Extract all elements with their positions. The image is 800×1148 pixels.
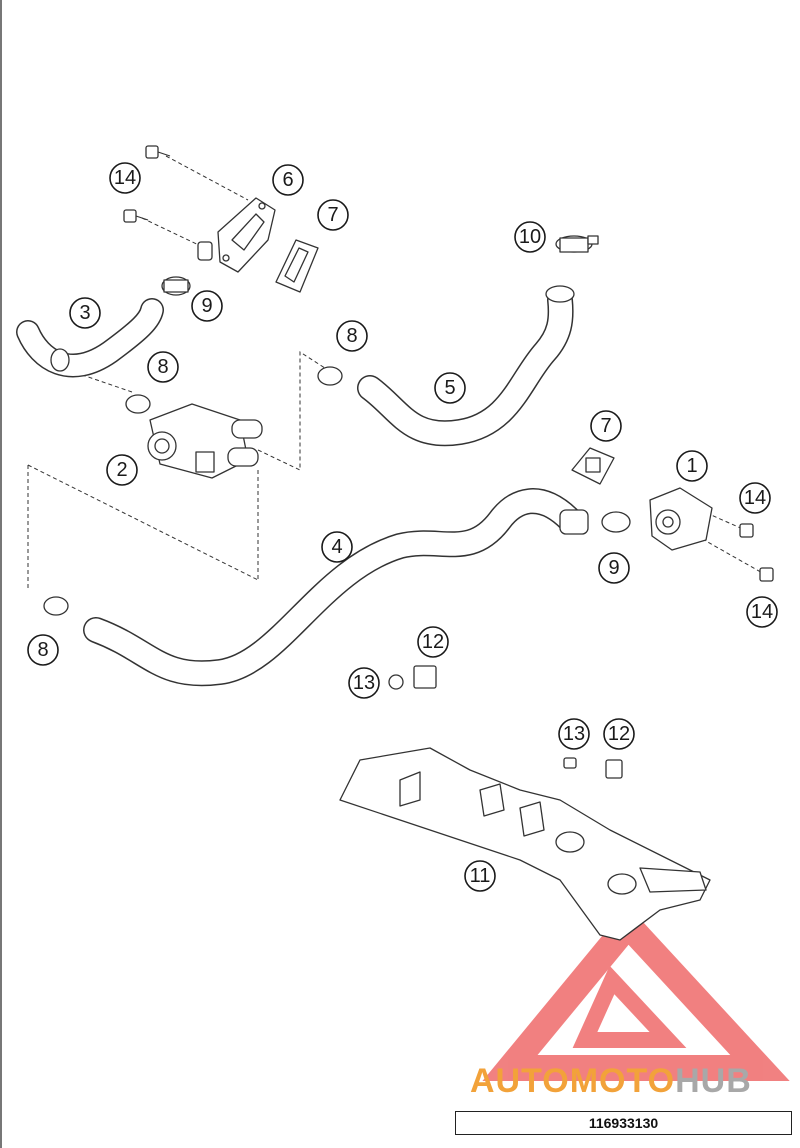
part-7-gasket-upper xyxy=(275,239,319,293)
watermark-word-moto: MOTO xyxy=(569,1062,676,1100)
svg-text:8: 8 xyxy=(346,325,357,347)
hose-3 xyxy=(16,298,164,378)
svg-text:10: 10 xyxy=(519,226,541,248)
svg-text:12: 12 xyxy=(422,631,444,653)
callout-13-a: 13 xyxy=(348,667,380,699)
callout-8-b: 8 xyxy=(336,320,368,352)
callout-12-a: 12 xyxy=(417,626,449,658)
callout-7-b: 7 xyxy=(590,410,622,442)
part-2-valve xyxy=(147,403,263,479)
svg-text:6: 6 xyxy=(282,169,293,191)
callout-9-a: 9 xyxy=(191,290,223,322)
frame-border xyxy=(0,0,2,1148)
svg-text:7: 7 xyxy=(600,415,611,437)
drawing-number-box: 116933130 xyxy=(455,1111,792,1135)
callout-9-b: 9 xyxy=(598,552,630,584)
svg-text:5: 5 xyxy=(444,377,455,399)
svg-text:14: 14 xyxy=(114,167,136,189)
part-12-clip xyxy=(413,665,437,689)
callout-14-a: 14 xyxy=(109,162,141,194)
part-10-clamp xyxy=(555,235,599,253)
hose-4 xyxy=(83,488,589,687)
hose-5 xyxy=(357,285,575,447)
part-13-nut xyxy=(388,674,404,690)
bolt-14-right-b xyxy=(759,567,774,582)
drawing-number: 116933130 xyxy=(588,1115,659,1131)
svg-text:9: 9 xyxy=(201,295,212,317)
svg-text:8: 8 xyxy=(157,356,168,378)
callout-8-c: 8 xyxy=(27,634,59,666)
part-12-clip-b xyxy=(605,759,623,779)
watermark-word-hub: HUB xyxy=(675,1062,752,1100)
callout-1: 1 xyxy=(676,450,708,482)
bolt-14-right-a xyxy=(739,523,754,538)
callout-14-b: 14 xyxy=(739,482,771,514)
callout-14-c: 14 xyxy=(746,596,778,628)
svg-text:13: 13 xyxy=(563,723,585,745)
part-7-gasket-lower xyxy=(571,447,615,485)
part-8-clamp-b xyxy=(317,366,343,386)
svg-text:14: 14 xyxy=(751,601,773,623)
callout-5: 5 xyxy=(434,372,466,404)
watermark-word-auto: AUTO xyxy=(470,1062,570,1100)
callout-13-b: 13 xyxy=(558,718,590,750)
watermark-wordmark: AUTOMOTOHUB xyxy=(470,1062,800,1101)
part-9-clamp-lower xyxy=(601,511,631,533)
part-1-valve xyxy=(649,487,713,551)
callout-7-a: 7 xyxy=(317,199,349,231)
bolt-14-mid xyxy=(123,209,149,223)
watermark-logo xyxy=(482,905,790,1081)
callout-3: 3 xyxy=(69,297,101,329)
callout-2: 2 xyxy=(106,454,138,486)
callout-4: 4 xyxy=(321,531,353,563)
svg-text:4: 4 xyxy=(331,536,342,558)
svg-text:13: 13 xyxy=(353,672,375,694)
bolt-14-top xyxy=(145,145,171,159)
callout-11: 11 xyxy=(464,860,496,892)
svg-text:8: 8 xyxy=(37,639,48,661)
svg-text:1: 1 xyxy=(686,455,697,477)
callouts: 14 6 7 9 3 8 2 10 8 5 7 1 14 4 9 14 8 12… xyxy=(27,162,778,892)
svg-text:11: 11 xyxy=(470,865,491,887)
callout-8-a: 8 xyxy=(147,351,179,383)
part-11-bracket xyxy=(339,747,711,941)
callout-6: 6 xyxy=(272,164,304,196)
part-8-clamp-c xyxy=(43,596,69,616)
svg-text:12: 12 xyxy=(608,723,630,745)
callout-10: 10 xyxy=(514,221,546,253)
callout-12-b: 12 xyxy=(603,718,635,750)
svg-text:3: 3 xyxy=(79,302,90,324)
svg-text:2: 2 xyxy=(116,459,127,481)
part-8-clamp-a xyxy=(125,394,151,414)
part-6-cover xyxy=(197,197,276,273)
svg-text:9: 9 xyxy=(608,557,619,579)
svg-text:14: 14 xyxy=(744,487,766,509)
part-13-screw xyxy=(563,757,577,769)
part-9-clamp-upper xyxy=(161,276,191,296)
svg-text:7: 7 xyxy=(327,204,338,226)
